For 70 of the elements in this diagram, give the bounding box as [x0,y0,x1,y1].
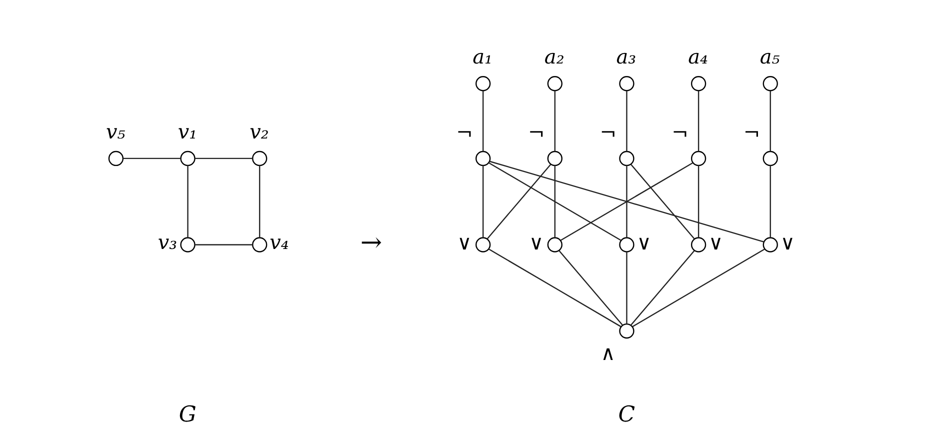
node-label: ¬ [456,120,473,145]
connector [630,250,695,326]
node-label: a₂ [544,44,564,69]
node-circle [547,150,562,166]
node-label: ∨ [457,230,472,255]
connector [698,166,700,238]
node-circle [619,323,634,339]
connector [626,166,628,238]
connector [632,248,765,328]
node-circle [547,237,562,252]
node-circle [547,76,562,92]
node-label: ¬ [743,120,760,145]
node-circle [619,237,634,252]
node-label: ∨ [528,230,544,255]
connector [770,90,771,152]
connector [194,244,253,246]
node-circle [180,150,196,166]
connector [770,166,771,238]
node-circle [252,237,268,252]
node-label: a₃ [616,44,636,69]
connector [187,166,188,238]
node-label: v₁ [178,120,198,144]
node-circle [762,76,778,92]
connector [554,90,556,152]
node-label: ¬ [672,120,688,145]
node-circle [476,237,491,252]
node-circle [252,150,268,166]
node-circle [108,150,124,166]
connector [626,252,628,324]
connector [698,90,700,152]
node-label: a₅ [760,44,780,69]
node-label: ∧ [600,340,616,365]
label: G [178,402,196,428]
connector [626,90,628,152]
connector [489,160,764,242]
connector [259,166,260,238]
connector [194,158,253,160]
node-label: ∨ [636,230,652,255]
connector [488,248,622,328]
node-circle [619,150,634,166]
label: C [618,402,636,428]
connector [560,162,694,241]
node-circle [180,237,196,252]
node-label: v₃ [158,230,178,254]
node-circle [762,150,778,166]
node-circle [762,237,778,252]
node-label: a₄ [688,44,708,69]
label: → [360,228,382,258]
connector [482,90,484,152]
node-label: ¬ [600,120,617,145]
connector [488,162,622,241]
node-circle [690,237,706,252]
connector [630,164,695,240]
node-circle [476,76,491,92]
connector [486,164,552,240]
node-circle [476,150,491,166]
node-label: a₁ [472,44,492,69]
node-label: v₂ [250,120,269,144]
connector [482,166,484,238]
node-label: ∨ [708,230,724,255]
connector [554,166,556,238]
connector [122,158,181,160]
node-label: ∨ [780,230,795,255]
connector [558,250,624,326]
node-circle [690,76,706,92]
node-circle [619,76,634,92]
node-label: v₅ [106,120,126,144]
node-circle [690,150,706,166]
node-label: v₄ [270,230,289,254]
node-label: ¬ [528,120,545,145]
